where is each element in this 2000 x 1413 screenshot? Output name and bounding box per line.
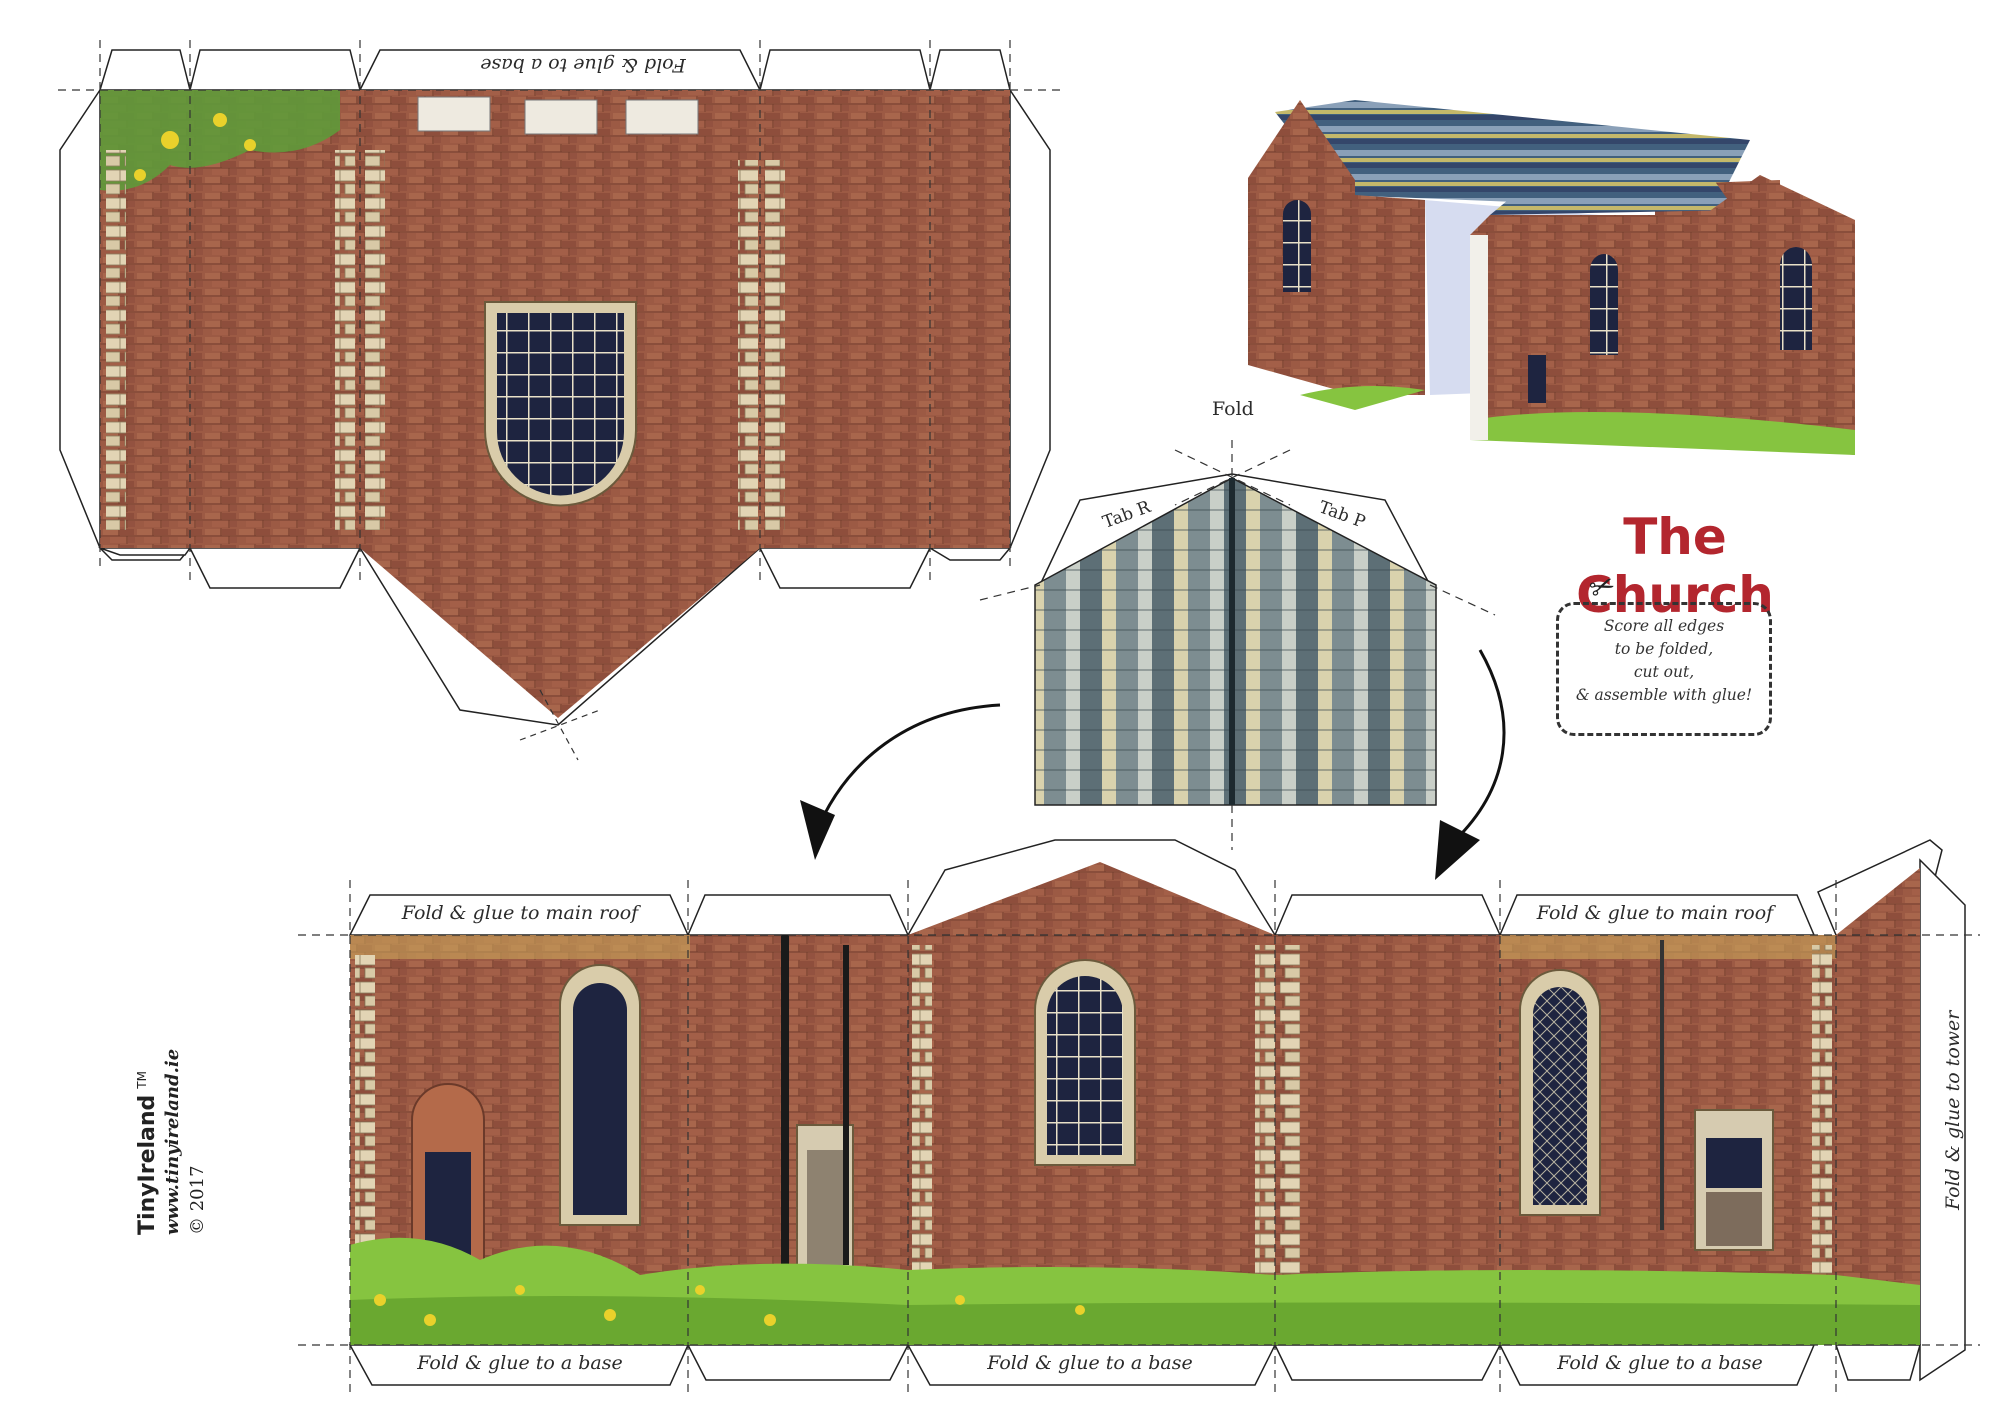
- instruction-line: & assemble with glue!: [1575, 686, 1753, 704]
- flap-label-base-left: Fold & glue to a base: [417, 1352, 623, 1374]
- brand-name: TinyIreland: [135, 1094, 160, 1235]
- top-left-net: [58, 40, 1060, 761]
- fold-label: Fold: [1212, 398, 1254, 420]
- flap-label-main-roof-left: Fold & glue to main roof: [401, 902, 639, 924]
- flap-label-tower: Fold & glue to tower: [1942, 1010, 1964, 1210]
- flap-label-base-mid: Fold & glue to a base: [987, 1352, 1193, 1374]
- brand-copyright: © 2017: [187, 1165, 208, 1235]
- trademark-mark: TM: [135, 1071, 149, 1089]
- instruction-line: Score all edges: [1603, 617, 1725, 635]
- brand-url: www.tinyireland.ie: [162, 1048, 183, 1235]
- model-photo: [1248, 100, 1855, 455]
- flap-label-top-flipped: Fold & glue to a base: [480, 54, 686, 76]
- arrows: [800, 649, 1506, 880]
- bottom-wall-net: [298, 839, 1980, 1395]
- flap-label-main-roof-right: Fold & glue to main roof: [1536, 902, 1774, 924]
- instruction-line: cut out,: [1633, 663, 1695, 681]
- gable-piece: [979, 440, 1496, 850]
- flap-label-base-right: Fold & glue to a base: [1557, 1352, 1763, 1374]
- brand-block: TinyIreland TM www.tinyireland.ie © 2017: [135, 995, 208, 1235]
- instruction-line: to be folded,: [1614, 640, 1714, 658]
- instructions-box: Score all edges to be folded, cut out, &…: [1556, 602, 1772, 736]
- page-title: The Church: [1576, 508, 1774, 624]
